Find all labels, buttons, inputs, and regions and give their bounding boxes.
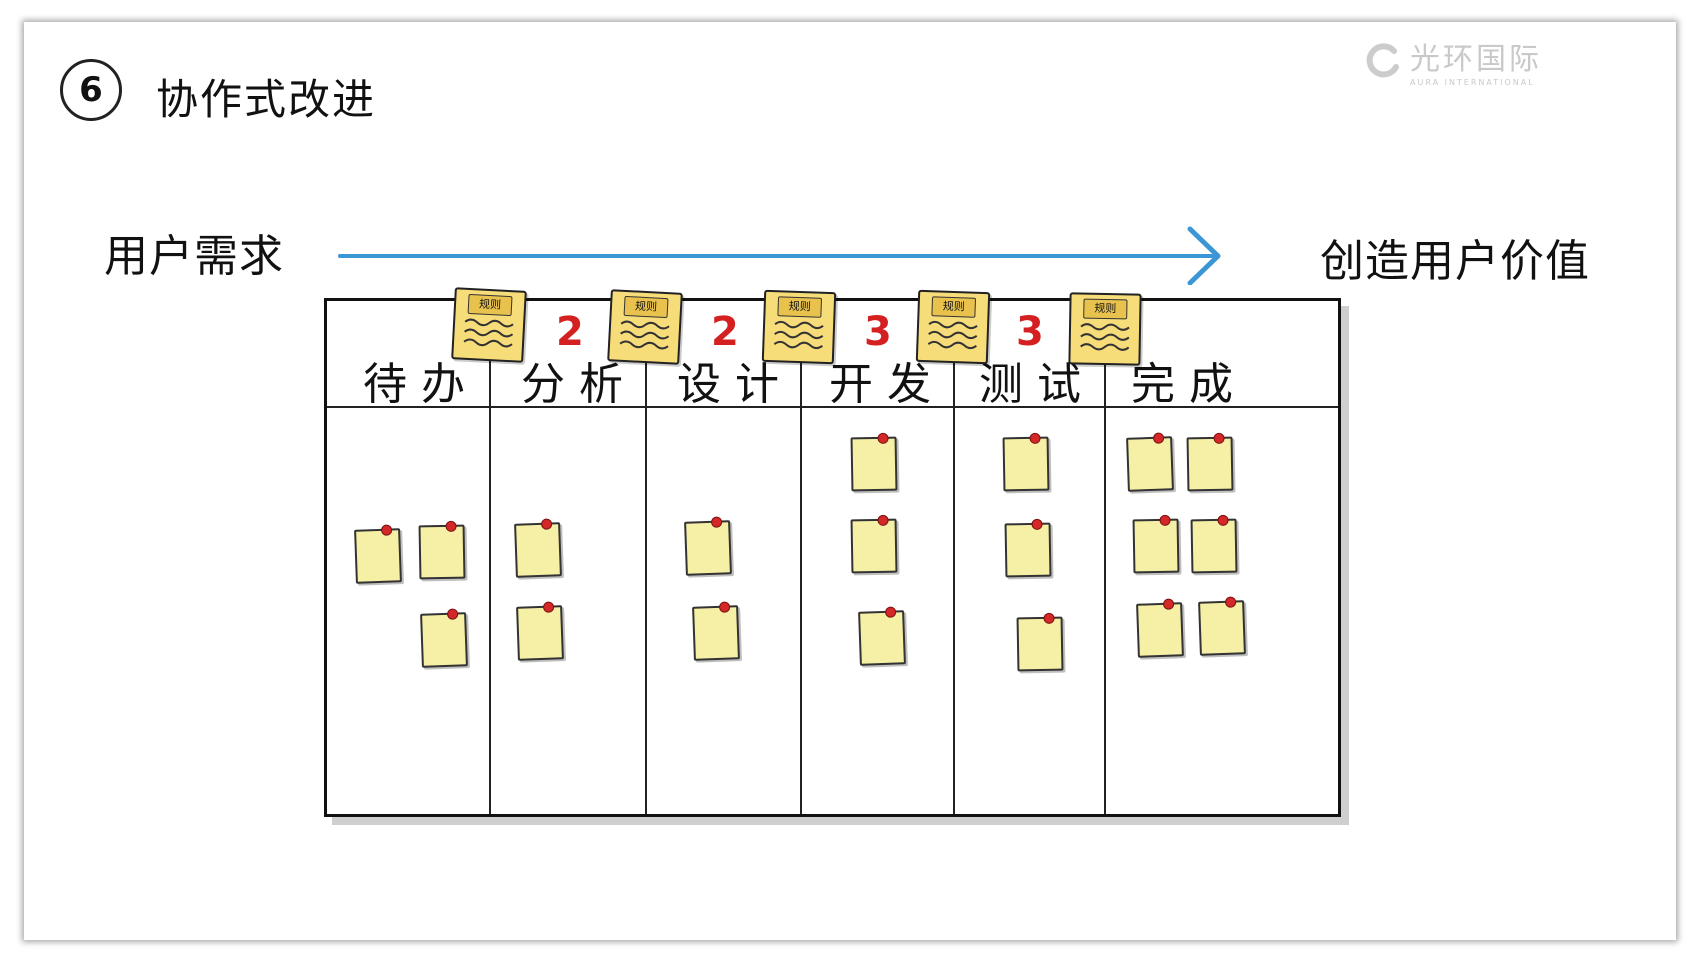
task-card[interactable] [850, 514, 898, 574]
text-lines-icon [619, 320, 670, 350]
column-title-analysis: 分析 [521, 359, 637, 410]
column-divider [800, 301, 802, 814]
flow-start-label: 用户需求 [104, 231, 284, 282]
task-card[interactable] [850, 432, 898, 492]
rule-note-label: 规则 [1083, 298, 1128, 320]
kanban-board: 待办 分析 设计 开发 测试 完成 2 2 3 3 规则 规则 [324, 287, 1341, 817]
aura-logo-icon [1366, 42, 1399, 77]
column-title-dev: 开发 [829, 359, 945, 410]
task-card[interactable] [1136, 598, 1184, 658]
column-title-done: 完成 [1131, 359, 1247, 410]
wip-limit-design: 2 [711, 309, 739, 355]
flow-arrow [338, 226, 1221, 285]
wip-limit-test: 3 [1016, 309, 1044, 355]
task-card[interactable] [354, 524, 402, 584]
rule-note-label: 规则 [931, 296, 977, 318]
rule-note: 规则 [1068, 292, 1142, 366]
rule-note-label: 规则 [777, 296, 823, 318]
flow-end-label: 创造用户价值 [1320, 236, 1590, 287]
rule-note: 规则 [915, 289, 991, 365]
task-card[interactable] [1004, 518, 1052, 578]
column-divider [645, 301, 647, 814]
logo-subtext: AURA INTERNATIONAL [1410, 78, 1535, 87]
wip-limit-analysis: 2 [556, 309, 584, 355]
column-divider [953, 301, 955, 814]
task-card[interactable] [1132, 514, 1180, 574]
rule-note-label: 规则 [623, 295, 669, 319]
task-card[interactable] [418, 520, 466, 580]
task-card[interactable] [692, 601, 740, 661]
task-card[interactable] [420, 608, 468, 668]
step-number-badge: 6 [60, 59, 122, 121]
task-card[interactable] [516, 601, 564, 661]
page-title: 协作式改进 [156, 75, 377, 124]
task-card[interactable] [1186, 432, 1234, 492]
column-title-todo: 待办 [363, 359, 479, 410]
task-card[interactable] [1190, 514, 1238, 574]
board-header-divider [327, 406, 1338, 408]
text-lines-icon [773, 320, 824, 350]
brand-logo: 光环国际 AURA INTERNATIONAL [1364, 34, 1542, 87]
task-card[interactable] [1016, 612, 1064, 672]
logo-text: 光环国际 [1410, 42, 1542, 77]
wip-limit-dev: 3 [864, 309, 892, 355]
column-divider [1104, 301, 1106, 814]
rule-note-label: 规则 [467, 293, 513, 317]
task-card[interactable] [1002, 432, 1050, 492]
task-card[interactable] [684, 516, 732, 576]
column-divider [489, 301, 491, 814]
rule-note: 规则 [607, 289, 683, 365]
task-card[interactable] [1198, 596, 1246, 656]
task-card[interactable] [858, 606, 906, 666]
column-title-design: 设计 [677, 359, 793, 410]
task-card[interactable] [514, 518, 562, 578]
task-card[interactable] [1126, 432, 1174, 492]
rule-note: 规则 [761, 289, 837, 365]
text-lines-icon [463, 318, 514, 348]
text-lines-icon [1080, 323, 1130, 351]
column-title-test: 测试 [979, 359, 1095, 410]
slide: 光环国际 AURA INTERNATIONAL 6 协作式改进 用户需求 创造用… [24, 22, 1676, 940]
text-lines-icon [927, 320, 978, 350]
rule-note: 规则 [451, 287, 527, 363]
